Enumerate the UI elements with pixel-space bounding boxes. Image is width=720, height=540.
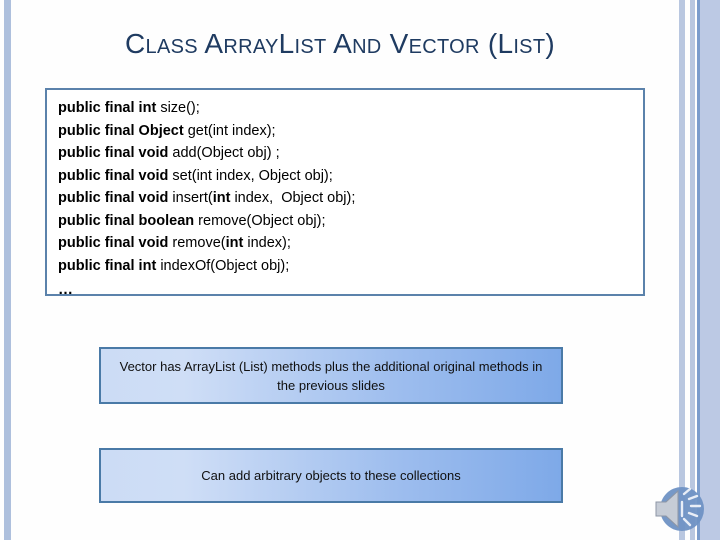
code-line: public final int size(); [58,100,200,116]
callout-box-arbitrary-objects: Can add arbitrary objects to these colle… [99,448,563,503]
code-line-list: public final int size(); public final Obj… [58,97,643,277]
slide-title: Class ArrayList And Vector (List) [125,28,555,59]
code-ellipsis: … [58,281,73,298]
code-line: public final void insert(int index, Obje… [58,190,356,206]
code-line: public final void remove(int index); [58,235,291,251]
decorative-stripe-right-3 [697,0,700,540]
code-block: public final int size(); public final Obj… [45,88,645,298]
speaker-sound-icon[interactable] [648,482,706,536]
decorative-stripe-right-2 [690,0,695,540]
callout-box-vector-methods: Vector has ArrayList (List) methods plus… [99,347,563,404]
code-line: public final Object get(int index); [58,122,276,139]
decorative-stripe-right-4 [700,0,720,540]
code-line: public final void add(Object obj) ; [58,145,280,161]
code-line: public final boolean remove(Object obj); [58,212,326,229]
decorative-stripe-left [4,0,11,540]
code-line: public final void set(int index, Object … [58,167,333,184]
code-line: public final int indexOf(Object obj); [58,257,290,274]
decorative-stripe-right-1 [679,0,685,540]
